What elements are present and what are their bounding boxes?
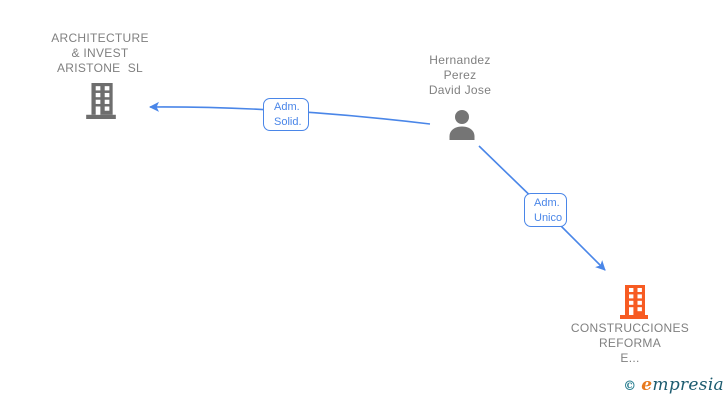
brand-initial: e bbox=[641, 375, 653, 395]
empresia-logo[interactable]: © empresia bbox=[623, 375, 724, 395]
copyright-icon: © bbox=[623, 379, 637, 394]
edge-label-adm-unico: Adm. Unico bbox=[524, 193, 567, 227]
person-icon[interactable] bbox=[446, 109, 478, 141]
node-label-company-construcciones[interactable]: CONSTRUCCIONES REFORMA E... bbox=[570, 321, 690, 365]
building-icon[interactable] bbox=[618, 284, 650, 320]
node-label-person-hernandez[interactable]: Hernandez Perez David Jose bbox=[428, 53, 492, 97]
brand-rest: mpresia bbox=[652, 375, 724, 395]
building-icon[interactable] bbox=[84, 83, 118, 119]
brand-wordmark: empresia bbox=[641, 375, 724, 395]
edge-label-adm-solid: Adm. Solid. bbox=[263, 98, 309, 131]
node-label-company-architecture[interactable]: ARCHITECTURE & INVEST ARISTONE SL bbox=[51, 31, 149, 75]
